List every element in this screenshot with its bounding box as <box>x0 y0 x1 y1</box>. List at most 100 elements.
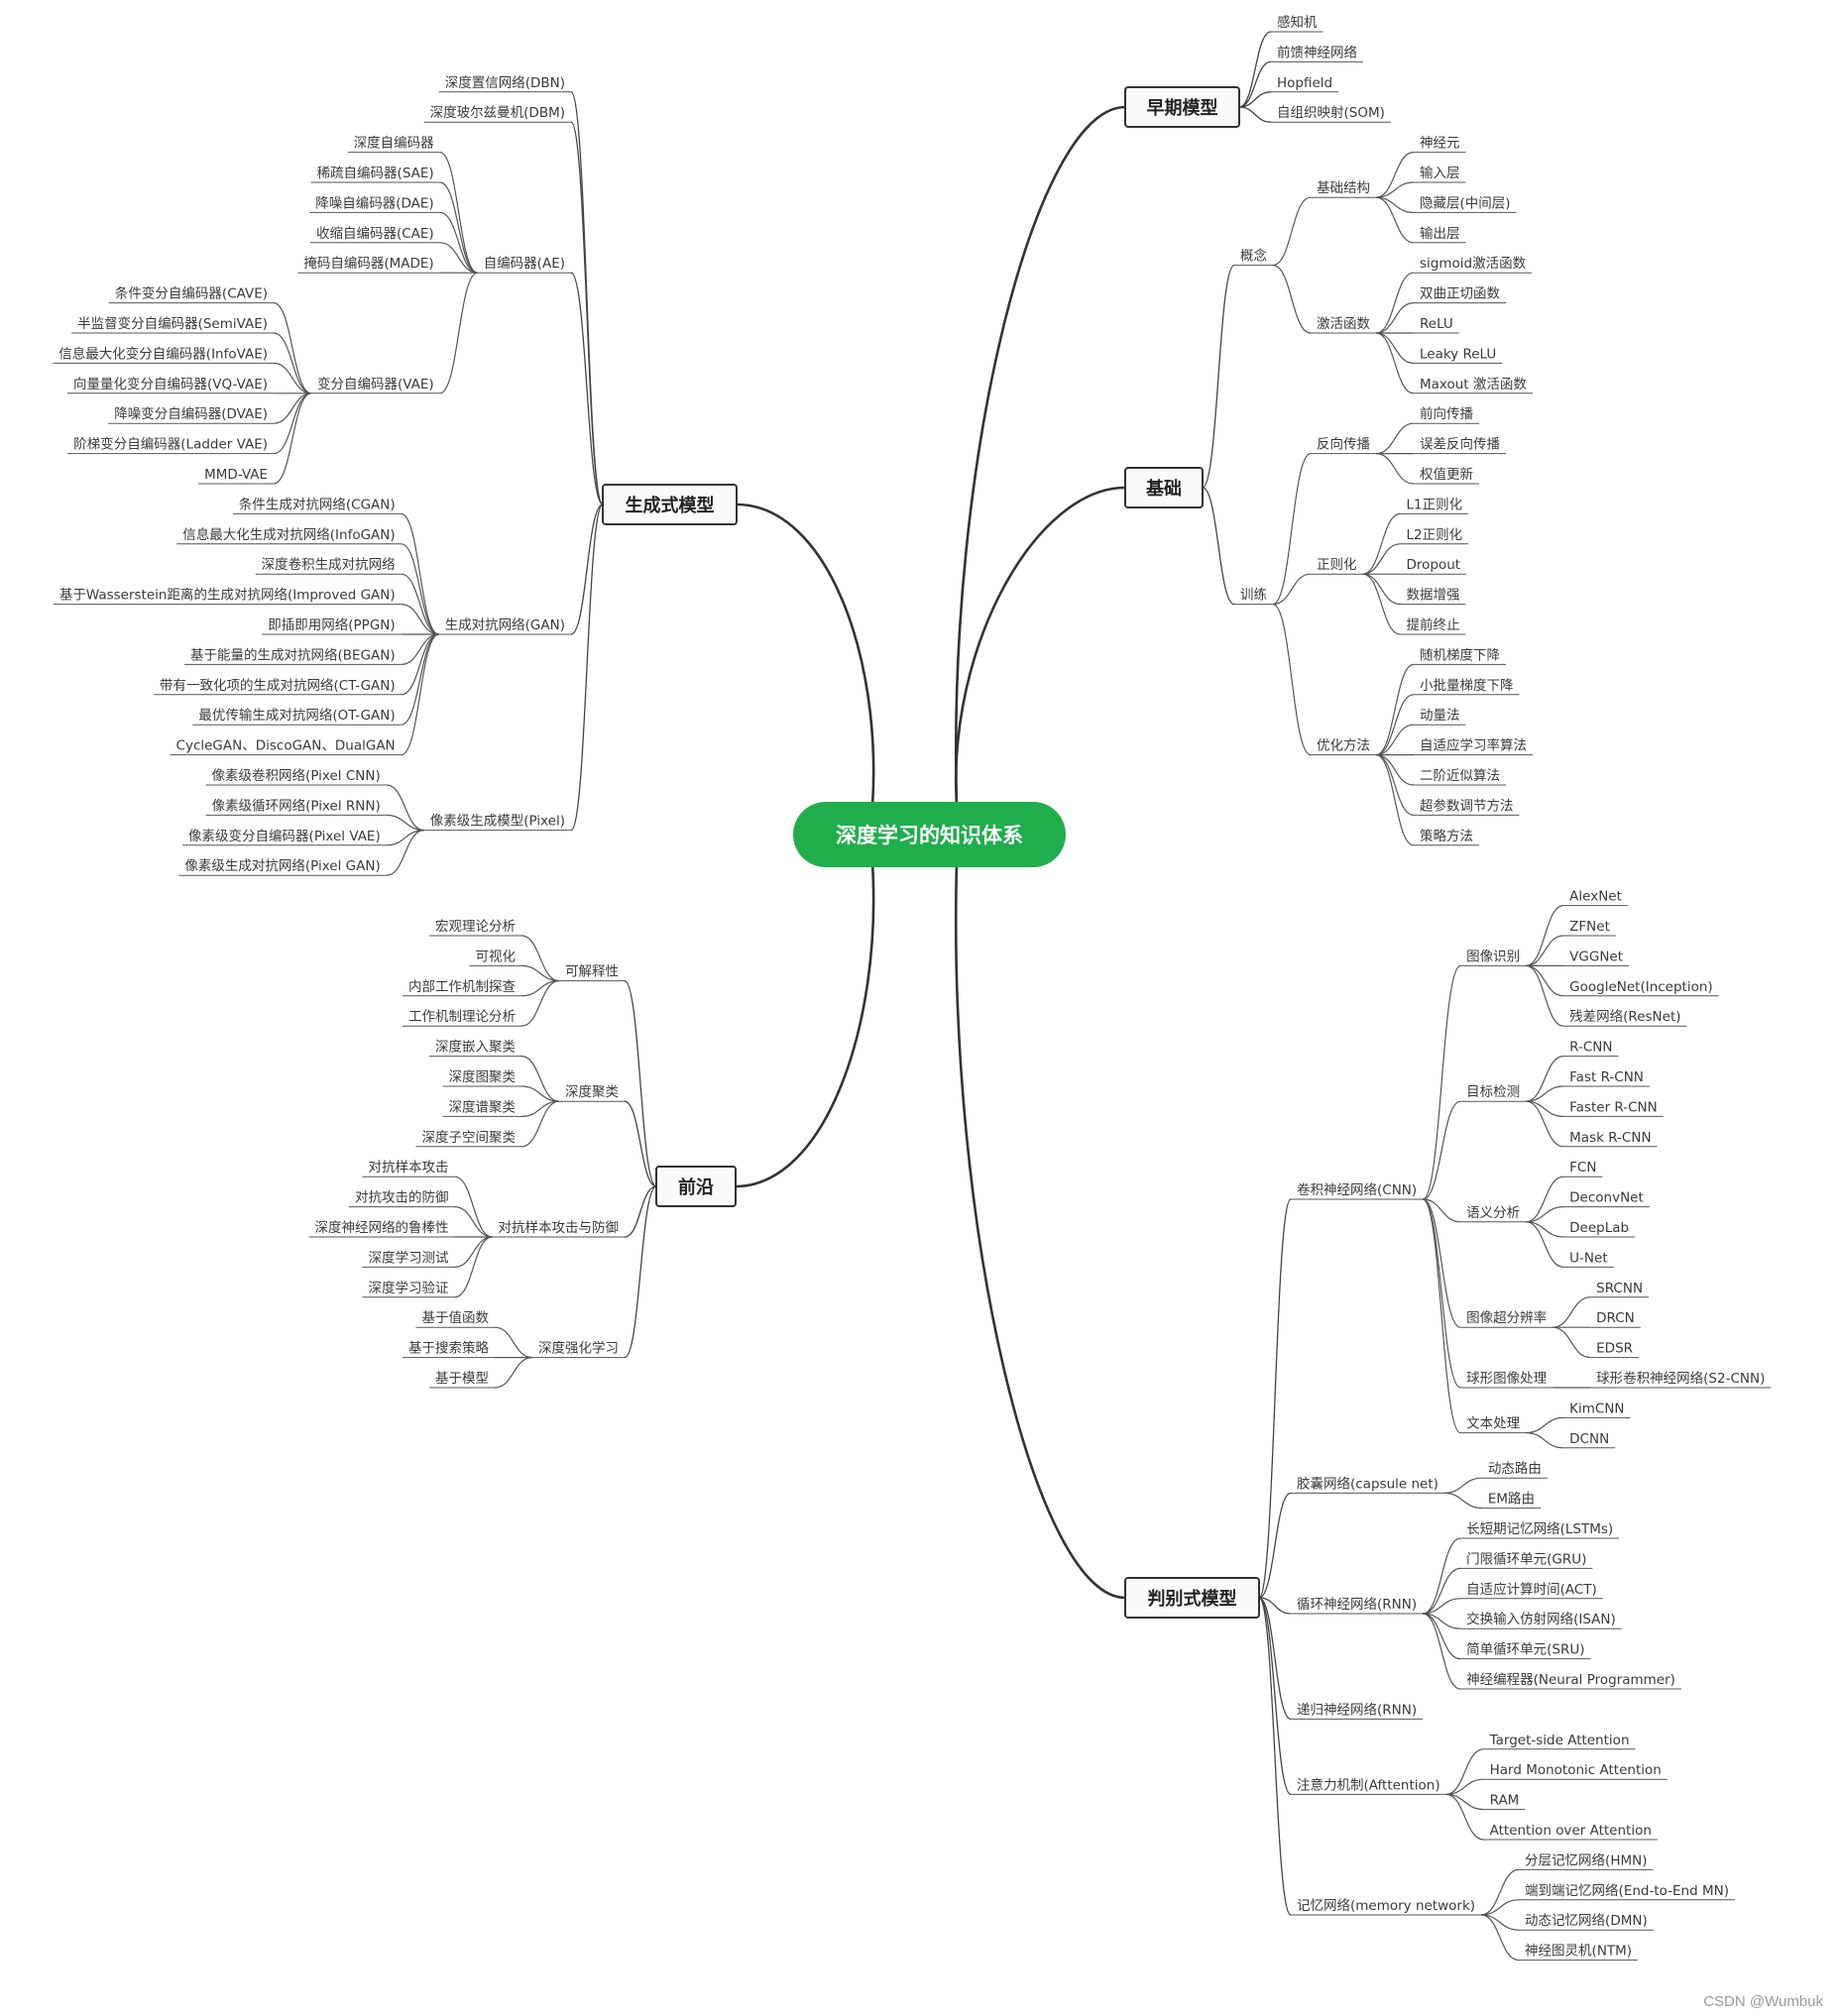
node-1-1-0-0[interactable]: 前向传播 <box>1420 405 1473 422</box>
node-3-2-5-3[interactable]: 向量量化变分自编码器(VQ-VAE) <box>73 377 268 392</box>
node-4-1-2[interactable]: 深度谱聚类 <box>449 1099 517 1115</box>
node-3-4-1[interactable]: 像素级循环网络(Pixel RNN) <box>212 798 381 814</box>
node-1-1-2-5[interactable]: 超参数调节方法 <box>1420 797 1514 814</box>
node-3-2-5-2[interactable]: 信息最大化变分自编码器(InfoVAE) <box>58 345 268 362</box>
node-2-0-0-0[interactable]: AlexNet <box>1569 889 1622 905</box>
node-2-2[interactable]: 循环神经网络(RNN) <box>1297 1597 1417 1613</box>
node-3-3-4[interactable]: 即插即用网络(PPGN) <box>268 617 395 633</box>
node-3-3-0[interactable]: 条件生成对抗网络(CGAN) <box>239 496 396 512</box>
node-2-0-3-2[interactable]: EDSR <box>1596 1341 1633 1357</box>
node-1-1-0-1[interactable]: 误差反向传播 <box>1420 437 1500 453</box>
node-2-0-4[interactable]: 球形图像处理 <box>1466 1371 1547 1387</box>
node-3-2-4[interactable]: 掩码自编码器(MADE) <box>303 256 433 272</box>
node-3-3[interactable]: 生成对抗网络(GAN) <box>445 617 565 633</box>
node-4-2[interactable]: 对抗样本攻击与防御 <box>499 1220 620 1236</box>
node-2-0-1-0[interactable]: R-CNN <box>1569 1040 1612 1056</box>
node-3-2-1[interactable]: 稀疏自编码器(SAE) <box>317 166 434 181</box>
node-4-0[interactable]: 可解释性 <box>565 964 619 980</box>
node-1-0-0-1[interactable]: 输入层 <box>1420 166 1460 181</box>
node-1-1-2-0[interactable]: 随机梯度下降 <box>1420 647 1500 663</box>
node-3-2[interactable]: 自编码器(AE) <box>484 256 565 272</box>
branch-0[interactable] <box>1124 86 1240 128</box>
node-2-0-0-1[interactable]: ZFNet <box>1569 919 1610 935</box>
node-2-4-0[interactable]: Target-side Attention <box>1489 1733 1630 1748</box>
node-1-0[interactable]: 概念 <box>1240 248 1267 265</box>
node-2-2-0[interactable]: 长短期记忆网络(LSTMs) <box>1466 1521 1613 1537</box>
node-2-0-0-2[interactable]: VGGNet <box>1569 949 1623 964</box>
node-2-0-0-3[interactable]: GoogleNet(Inception) <box>1569 979 1713 995</box>
node-4-3-1[interactable]: 基于搜索策略 <box>408 1340 489 1357</box>
node-1-1-0[interactable]: 反向传播 <box>1317 437 1370 453</box>
node-1-0-1-4[interactable]: Maxout 激活函数 <box>1420 377 1527 392</box>
node-2-2-5[interactable]: 神经编程器(Neural Programmer) <box>1466 1672 1675 1688</box>
node-3-4-3[interactable]: 像素级生成对抗网络(Pixel GAN) <box>184 858 380 874</box>
node-0-2[interactable]: Hopfield <box>1277 75 1332 91</box>
node-3-2-5-6[interactable]: MMD-VAE <box>204 467 268 483</box>
node-1-1-1-4[interactable]: 提前终止 <box>1406 616 1459 633</box>
node-2-0-1-2[interactable]: Faster R-CNN <box>1569 1099 1658 1115</box>
branch-1[interactable] <box>1124 467 1204 508</box>
node-2-0-2-2[interactable]: DeepLab <box>1569 1220 1629 1236</box>
node-4-3[interactable]: 深度强化学习 <box>538 1341 619 1357</box>
node-2-4-2[interactable]: RAM <box>1490 1793 1520 1809</box>
node-3-3-1[interactable]: 信息最大化生成对抗网络(InfoGAN) <box>182 526 395 543</box>
node-4-3-2[interactable]: 基于模型 <box>435 1370 489 1387</box>
node-1-0-1-0[interactable]: sigmoid激活函数 <box>1420 256 1527 272</box>
node-3-2-0[interactable]: 深度自编码器 <box>354 136 434 152</box>
node-3-2-3[interactable]: 收缩自编码器(CAE) <box>316 226 434 242</box>
node-2-0-3-0[interactable]: SRCNN <box>1596 1281 1643 1296</box>
node-2-0-2-1[interactable]: DeconvNet <box>1569 1190 1644 1206</box>
node-2-0-3-1[interactable]: DRCN <box>1596 1310 1635 1326</box>
node-2-5-0[interactable]: 分层记忆网络(HMN) <box>1525 1852 1647 1868</box>
node-2-2-4[interactable]: 简单循环单元(SRU) <box>1466 1641 1584 1658</box>
node-2-5-1[interactable]: 端到端记忆网络(End-to-End MN) <box>1525 1883 1729 1899</box>
node-2-5-2[interactable]: 动态记忆网络(DMN) <box>1525 1913 1648 1929</box>
node-1-0-1-1[interactable]: 双曲正切函数 <box>1420 286 1500 302</box>
node-3-3-7[interactable]: 最优传输生成对抗网络(OT-GAN) <box>198 708 395 724</box>
node-4-0-1[interactable]: 可视化 <box>476 949 517 964</box>
node-4-1-3[interactable]: 深度子空间聚类 <box>422 1130 517 1146</box>
node-2-4-1[interactable]: Hard Monotonic Attention <box>1490 1762 1662 1778</box>
node-2-0-5[interactable]: 文本处理 <box>1466 1416 1520 1432</box>
node-3-3-2[interactable]: 深度卷积生成对抗网络 <box>262 557 396 573</box>
node-4-3-0[interactable]: 基于值函数 <box>422 1309 490 1326</box>
node-2-2-2[interactable]: 自适应计算时间(ACT) <box>1466 1581 1597 1598</box>
node-1-1-1-2[interactable]: Dropout <box>1406 557 1460 573</box>
node-1-0-1-2[interactable]: ReLU <box>1420 316 1453 332</box>
node-2-5[interactable]: 记忆网络(memory network) <box>1297 1898 1475 1914</box>
node-2-0-2-0[interactable]: FCN <box>1569 1160 1596 1176</box>
node-2-1[interactable]: 胶囊网络(capsule net) <box>1297 1475 1438 1492</box>
node-1-1-0-2[interactable]: 权值更新 <box>1420 466 1473 483</box>
node-2-1-0[interactable]: 动态路由 <box>1488 1461 1542 1477</box>
node-4-2-3[interactable]: 深度学习测试 <box>369 1250 449 1266</box>
node-4-1-0[interactable]: 深度嵌入聚类 <box>435 1040 516 1056</box>
node-1-0-0[interactable]: 基础结构 <box>1317 179 1370 196</box>
node-4-2-4[interactable]: 深度学习验证 <box>369 1281 449 1296</box>
node-2-2-1[interactable]: 门限循环单元(GRU) <box>1466 1551 1586 1567</box>
node-3-3-8[interactable]: CycleGAN、DiscoGAN、DualGAN <box>176 738 396 754</box>
node-2-0-2-3[interactable]: U-Net <box>1569 1250 1607 1266</box>
node-1-0-1-3[interactable]: Leaky ReLU <box>1420 346 1496 362</box>
node-3-0[interactable]: 深度置信网络(DBN) <box>445 75 565 91</box>
node-2-0-5-0[interactable]: KimCNN <box>1569 1400 1624 1416</box>
node-1-1-2-2[interactable]: 动量法 <box>1420 708 1460 724</box>
node-2-0-4-0[interactable]: 球形卷积神经网络(S2-CNN) <box>1596 1371 1765 1387</box>
node-2-0-3[interactable]: 图像超分辨率 <box>1466 1309 1547 1326</box>
node-2-1-1[interactable]: EM路由 <box>1488 1492 1535 1508</box>
node-3-4-0[interactable]: 像素级卷积网络(Pixel CNN) <box>212 768 381 784</box>
node-2-5-3[interactable]: 神经图灵机(NTM) <box>1525 1944 1632 1960</box>
node-3-4[interactable]: 像素级生成模型(Pixel) <box>430 814 565 830</box>
node-2-3[interactable]: 递归神经网络(RNN) <box>1297 1701 1417 1718</box>
node-3-3-5[interactable]: 基于能量的生成对抗网络(BEGAN) <box>190 646 396 663</box>
node-3-2-5[interactable]: 变分自编码器(VAE) <box>317 377 434 392</box>
node-2-4[interactable]: 注意力机制(Afttention) <box>1297 1776 1440 1793</box>
branch-4[interactable] <box>655 1166 737 1207</box>
node-2-0-5-1[interactable]: DCNN <box>1569 1431 1609 1447</box>
node-4-2-2[interactable]: 深度神经网络的鲁棒性 <box>315 1220 449 1236</box>
node-1-1-1-3[interactable]: 数据增强 <box>1406 588 1459 604</box>
node-4-0-0[interactable]: 宏观理论分析 <box>435 919 516 935</box>
node-2-0-0-4[interactable]: 残差网络(ResNet) <box>1569 1009 1680 1025</box>
node-3-4-2[interactable]: 像素级变分自编码器(Pixel VAE) <box>188 829 381 844</box>
node-4-1-1[interactable]: 深度图聚类 <box>449 1069 517 1085</box>
node-2-0-0[interactable]: 图像识别 <box>1466 949 1520 964</box>
